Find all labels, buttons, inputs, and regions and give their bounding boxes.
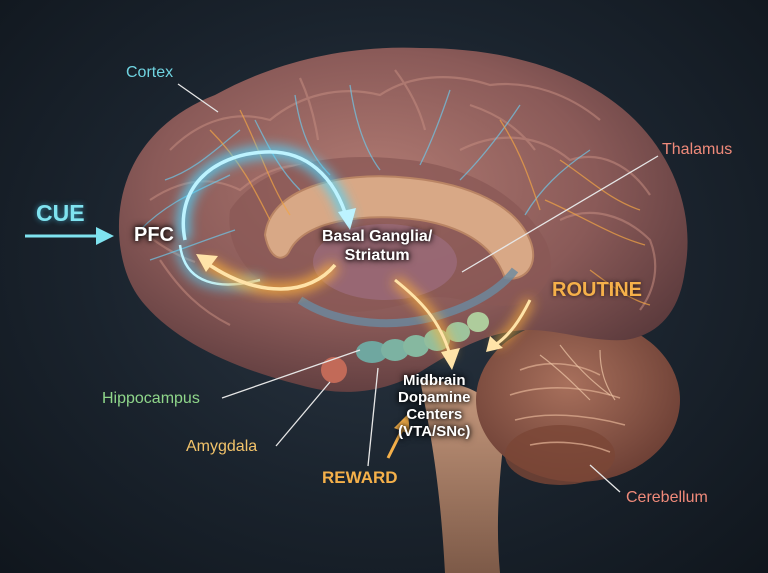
basal-ganglia-label: Basal Ganglia/ Striatum [322,227,432,265]
cerebellum-leader-line [589,464,621,493]
hippocampus-shape [356,312,489,363]
reward-label: REWARD [322,468,398,487]
routine-label: ROUTINE [552,279,642,301]
midbrain-label-line2: Dopamine [398,389,471,406]
cerebellum-shape [476,318,680,485]
reward-arrow-line [386,429,404,459]
amygdala-label: Amygdala [186,438,258,455]
cortex-label: Cortex [126,64,174,81]
routine-arrowhead [486,336,503,352]
cue-label: CUE [36,200,85,226]
striatum-midbrain-pathway [394,278,452,356]
striatum-midbrain-arrowhead [441,348,460,370]
cue-arrowhead [96,227,114,245]
striatum-pfc-arrowhead [196,254,218,272]
midbrain-label: Midbrain Dopamine Centers (VTA/SNc) [398,372,471,440]
amygdala-shape [321,357,347,383]
neural-fibers-orange [209,109,651,306]
hippocampus-leader-line [221,349,361,399]
basal-ganglia-label-line2: Striatum [344,247,410,264]
pfc-striatum-pathway-blue [181,150,350,241]
pfc-striatum-arrowhead [338,208,356,230]
midbrain-label-line1: Midbrain [403,372,466,389]
routine-pathway [494,299,532,347]
amygdala-leader-line [275,381,331,447]
thalamus-leader-line [461,155,659,273]
hippocampus-label: Hippocampus [102,390,200,407]
cortex-leader-line [177,83,219,113]
midbrain-label-line3: Centers [406,406,463,423]
basal-ganglia-shape [313,224,457,300]
midbrain-label-line4: (VTA/SNc) [398,423,471,440]
thalamus-label: Thalamus [662,141,733,158]
striatum-pfc-pathway-orange [204,260,337,291]
pfc-label: PFC [134,224,174,246]
reward-arrowhead [394,414,410,434]
basal-ganglia-label-line1: Basal Ganglia/ [322,228,433,245]
reward-leader-line [367,367,379,467]
cerebellum-label: Cerebellum [626,489,708,506]
